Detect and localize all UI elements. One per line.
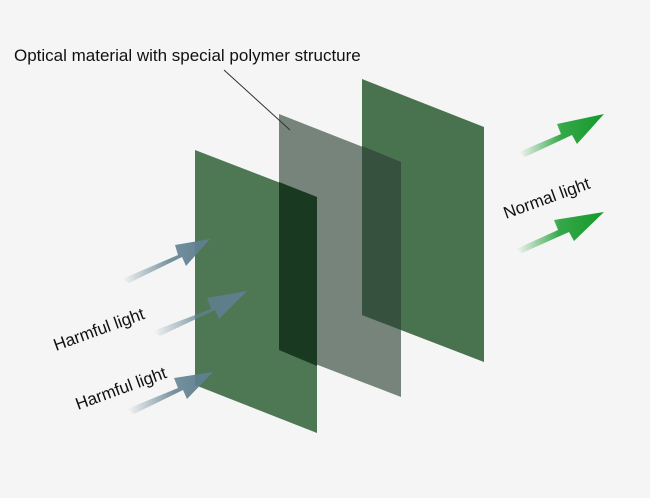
harmful-label-2: Harmful light <box>73 363 169 414</box>
harmful-label-1: Harmful light <box>51 304 147 355</box>
harmful-arrow-icon <box>127 372 213 414</box>
normal-arrow-icon <box>519 114 604 157</box>
panel-overlap-left <box>279 182 317 366</box>
harmful-arrow-icon <box>122 239 210 283</box>
harmful-arrow-icon <box>153 291 247 336</box>
normal-arrow-icon <box>516 212 604 253</box>
panel-overlap-right <box>362 146 401 330</box>
normal-label: Normal light <box>501 174 593 223</box>
caption-leader-line <box>223 69 291 131</box>
caption-label: Optical material with special polymer st… <box>14 46 361 65</box>
